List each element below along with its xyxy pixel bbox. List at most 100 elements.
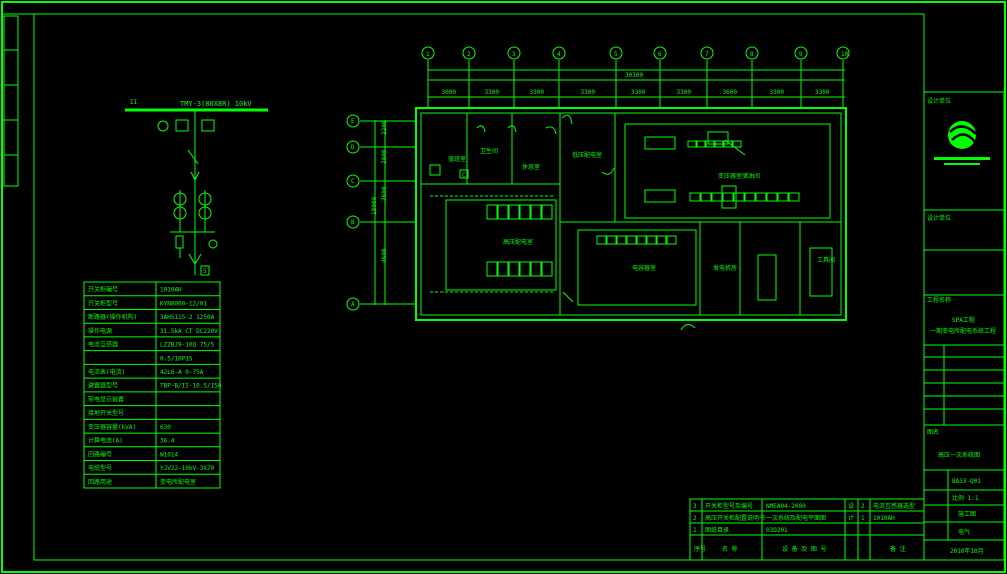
phase-text: 施工图 xyxy=(958,510,976,518)
table-row-label: 回路用途 xyxy=(88,478,112,486)
room-label: 变压器室 xyxy=(718,172,742,180)
bay-dim: 3000 xyxy=(442,89,457,96)
axis-label: B xyxy=(351,219,355,226)
table-row-label: 回路编号 xyxy=(88,450,112,458)
cabinet xyxy=(666,235,677,245)
cabinet xyxy=(788,192,800,202)
table-row-value: 变电所配电室 xyxy=(160,478,196,486)
axis-bubble xyxy=(745,46,759,60)
cabinet xyxy=(722,192,734,202)
cabinet xyxy=(687,140,697,148)
cabinet xyxy=(705,140,715,148)
axis-bubble xyxy=(836,46,850,60)
cabinet xyxy=(733,192,745,202)
room-label: 值班室 xyxy=(448,155,466,163)
bt-desc2: 电流互感器选型 xyxy=(873,502,915,510)
axis-label: 1 xyxy=(426,51,430,58)
row-dim: 18000 xyxy=(371,197,378,215)
axis-label: 8 xyxy=(750,51,754,58)
cabinet xyxy=(744,192,756,202)
bay-dim: 3300 xyxy=(815,89,830,96)
bt-no2: 2 xyxy=(861,503,865,510)
binding-strip xyxy=(2,13,34,187)
table-row-label: 断路器(操作机构) xyxy=(88,313,137,321)
axis-label: 5 xyxy=(614,51,618,58)
bt-no: 2 xyxy=(693,515,697,522)
design-unit-label: 设计单位 xyxy=(927,214,951,222)
row-dim: 2800 xyxy=(381,149,388,164)
cabinet xyxy=(486,204,498,220)
company-label: 设计单位 xyxy=(927,97,951,105)
cabinet xyxy=(519,204,531,220)
bt-desc2: 1010AH xyxy=(873,515,895,522)
table-row-value: TBP-B/II-10.5/150 xyxy=(160,383,222,390)
drawing-no: BA33-Q01 xyxy=(952,478,981,485)
bt-ref: 03D201 xyxy=(766,527,788,534)
cabinet xyxy=(696,140,706,148)
bt-desc: 开关柜型号及编号 xyxy=(705,502,753,510)
cabinet xyxy=(530,204,542,220)
cabinet xyxy=(700,192,712,202)
axis-label: 6 xyxy=(658,51,662,58)
room-label: 电容器室 xyxy=(632,264,656,272)
bay-dim: 3300 xyxy=(770,89,785,96)
cabinet xyxy=(541,204,553,220)
room-label: 低压配电室 xyxy=(572,151,602,159)
table-row-value: LZZBJ9-10Q 75/5 xyxy=(160,342,215,349)
overall-dim: 30300 xyxy=(625,72,643,79)
bt-no2: 1 xyxy=(861,515,865,522)
axis-label: D xyxy=(351,144,355,151)
bus-id: II xyxy=(130,99,138,106)
svg-text:5: 5 xyxy=(203,268,207,275)
table-row-label: 避雷器型号 xyxy=(88,382,118,390)
table-row-value: 1010AH xyxy=(160,287,182,294)
cabinet xyxy=(711,192,723,202)
cabinet xyxy=(519,261,531,277)
project-name: SPA工程 xyxy=(952,316,975,324)
row-dim: 2200 xyxy=(381,120,388,135)
axis-bubble xyxy=(346,174,360,188)
title-block xyxy=(923,91,1005,561)
plan-cabinet-rows xyxy=(486,140,800,277)
table-row-value: W1014 xyxy=(160,451,178,458)
plan-marker: C xyxy=(462,172,466,179)
table-row-label: 电流表(电流) xyxy=(88,368,125,376)
cabinet xyxy=(486,261,498,277)
axis-bubble xyxy=(421,46,435,60)
cabinet xyxy=(508,261,520,277)
cabinet xyxy=(497,204,509,220)
bay-dim: 3300 xyxy=(631,89,646,96)
row-dim: 3600 xyxy=(381,186,388,201)
table-row-label: 电流互感器 xyxy=(88,341,118,349)
axis-bubble xyxy=(609,46,623,60)
axis-label: A xyxy=(351,301,355,308)
axis-bubble xyxy=(346,114,360,128)
table-row-label: 接地开关型号 xyxy=(88,409,124,417)
cabinet xyxy=(530,261,542,277)
cabinet xyxy=(596,235,607,245)
room-label: 休息室 xyxy=(522,163,540,171)
table-row-label: 操作电源 xyxy=(88,327,112,335)
cabinet xyxy=(616,235,627,245)
axis-label: 7 xyxy=(705,51,709,58)
drawing-title: 高压一次系统图 xyxy=(938,451,980,459)
table-row-label: 带电显示装置 xyxy=(88,395,124,403)
bay-dim: 3600 xyxy=(723,89,738,96)
row-dim: 4600 xyxy=(381,248,388,263)
cabinet xyxy=(497,261,509,277)
bt-desc: 图纸目录 xyxy=(705,526,729,534)
bay-dim: 3300 xyxy=(581,89,596,96)
axis-bubble xyxy=(346,297,360,311)
room-label: 卫生间 xyxy=(480,147,498,155)
cabinet xyxy=(732,140,742,148)
floor-plan: 30300 xyxy=(374,69,847,331)
axis-bubble xyxy=(346,215,360,229)
bt-flag: 设 xyxy=(848,502,854,510)
date-text: 2010年10月 xyxy=(950,547,984,555)
table-row-value: 3AH5115-2 1250A xyxy=(160,314,215,321)
bay-dim: 3300 xyxy=(485,89,500,96)
bus-label: TMY-3(80X8R) 10kV xyxy=(180,100,252,108)
